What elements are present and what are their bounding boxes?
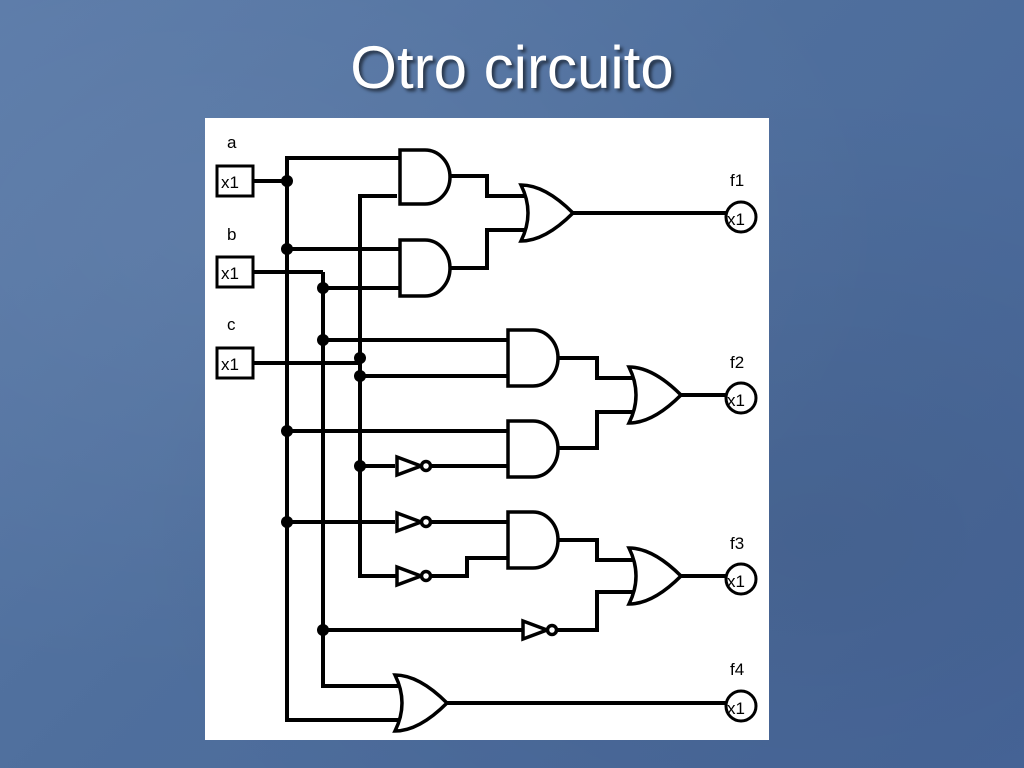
junction-dot: [281, 516, 293, 528]
input-label-a: a: [227, 133, 237, 152]
not-gate-4: [521, 618, 559, 642]
output-buffer-label: x1: [727, 210, 745, 229]
output-f3: f3 x1: [724, 534, 758, 596]
not-gate-1: [395, 454, 433, 478]
junction-dots: [281, 175, 366, 636]
input-buffer-box: [215, 164, 255, 198]
output-buffer-label: x1: [727, 391, 745, 410]
or-gate-1: [518, 183, 576, 243]
output-buffer-circle: [724, 200, 758, 234]
output-label-f4: f4: [730, 660, 744, 679]
not-gate-2: [395, 510, 433, 534]
or-gate-2: [626, 365, 684, 425]
and-gate-4: [506, 419, 560, 479]
output-buffer-label: x1: [727, 699, 745, 718]
input-c: c x1: [215, 315, 255, 380]
input-label-c: c: [227, 315, 236, 334]
output-buffer-label: x1: [727, 572, 745, 591]
and-gate-1: [398, 148, 452, 206]
input-a: a x1: [215, 133, 255, 198]
junction-dot: [317, 624, 329, 636]
input-buffer-box: [215, 255, 255, 289]
or-gate-3: [626, 546, 684, 606]
output-buffer-circle: [724, 562, 758, 596]
input-buffer-label: x1: [221, 355, 239, 374]
junction-dot: [281, 425, 293, 437]
slide-title: Otro circuito: [350, 34, 674, 101]
junction-dot: [317, 334, 329, 346]
junction-dot: [354, 352, 366, 364]
input-buffer-box: [215, 346, 255, 380]
input-buffer-label: x1: [221, 264, 239, 283]
output-f4: f4 x1: [724, 660, 758, 723]
input-label-b: b: [227, 225, 236, 244]
output-label-f3: f3: [730, 534, 744, 553]
junction-dot: [281, 175, 293, 187]
junction-dot: [354, 460, 366, 472]
and-gate-2: [398, 238, 452, 298]
input-b: b x1: [215, 225, 255, 289]
and-gate-5: [506, 510, 560, 570]
circuit-diagram: a x1 b x1 c x1 f1 x1: [205, 118, 769, 740]
junction-dot: [354, 370, 366, 382]
or-gate-4: [392, 673, 450, 733]
output-label-f2: f2: [730, 353, 744, 372]
junction-dot: [281, 243, 293, 255]
and-gate-3: [506, 328, 560, 388]
output-f2: f2 x1: [724, 353, 758, 415]
input-buffer-label: x1: [221, 173, 239, 192]
output-buffer-circle: [724, 381, 758, 415]
output-f1: f1 x1: [724, 171, 758, 234]
wires: [253, 156, 727, 722]
output-label-f1: f1: [730, 171, 744, 190]
output-buffer-circle: [724, 689, 758, 723]
junction-dot: [317, 282, 329, 294]
not-gate-3: [395, 564, 433, 588]
